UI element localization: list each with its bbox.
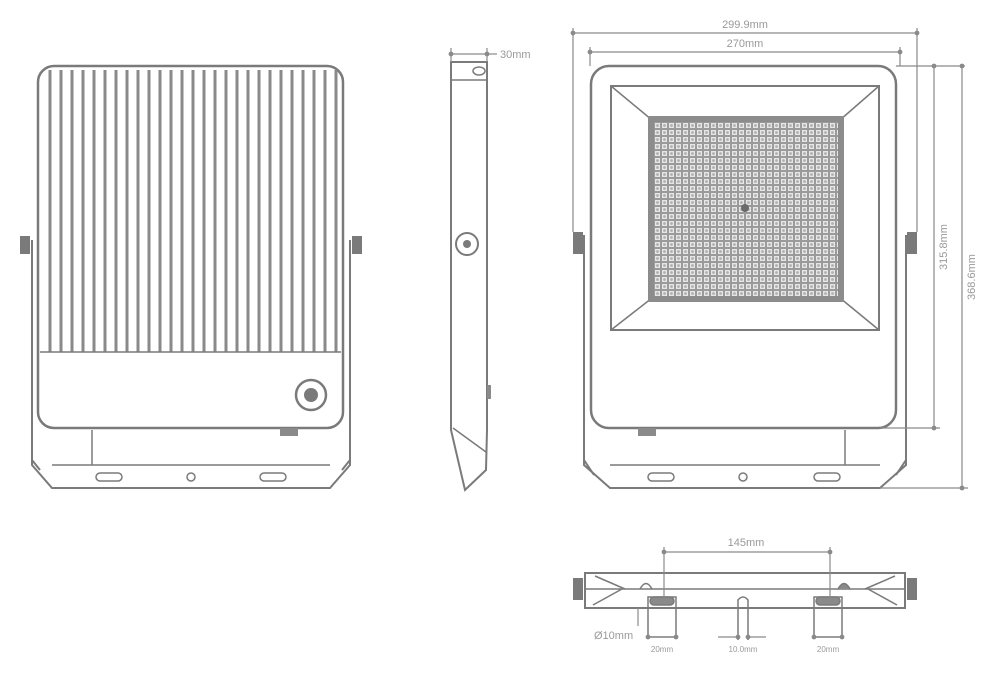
right-knob-icon	[352, 236, 362, 254]
body-height-label: 315.8mm	[938, 224, 950, 270]
overall-width-label: 299.9mm	[722, 19, 768, 31]
sensor-icon	[741, 204, 749, 212]
left-slot-width-label: 20mm	[651, 645, 674, 654]
bottom-view	[573, 572, 917, 640]
left-knob-icon	[573, 232, 583, 254]
right-knob-icon	[907, 232, 917, 254]
center-width-label: 10.0mm	[729, 645, 758, 654]
front-view	[573, 64, 917, 489]
right-slot-width-label: 20mm	[817, 645, 840, 654]
body-width-label: 270mm	[727, 38, 764, 50]
left-knob-icon	[20, 236, 30, 254]
vent-icon	[294, 378, 328, 412]
overall-height-label: 368.6mm	[966, 254, 978, 300]
bottom-dimensions	[637, 547, 845, 640]
heat-sink-fins	[48, 70, 338, 352]
front-dimensions	[570, 28, 968, 491]
side-view	[450, 61, 491, 492]
right-knob-icon	[907, 578, 917, 600]
depth-label: 30mm	[500, 49, 531, 61]
left-knob-icon	[573, 578, 583, 600]
side-depth-dimension	[448, 48, 497, 62]
hole-spacing-label: 145mm	[728, 537, 765, 549]
hole-diameter-label: Ø10mm	[594, 630, 633, 642]
back-view	[20, 64, 362, 489]
